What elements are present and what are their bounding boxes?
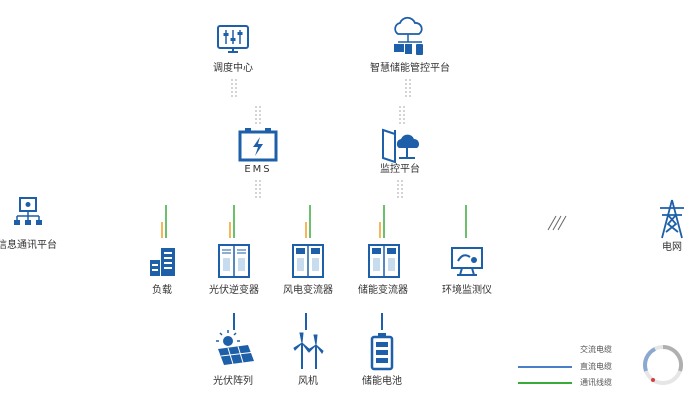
solar-panel-icon	[216, 330, 254, 365]
ems-label: EMS	[244, 164, 272, 175]
monitor-platform-icon	[382, 128, 419, 164]
power-tower-icon	[660, 199, 684, 239]
legend-comm-label: 通讯线缆	[580, 378, 612, 387]
building-icon	[150, 248, 175, 276]
smart-platform-label: 智慧储能管控平台	[370, 63, 450, 74]
monitor-label: 监控平台	[380, 164, 420, 175]
pv-inverter-label: 光伏逆变器	[209, 285, 259, 296]
dc-links	[233, 313, 383, 330]
loading-ring-icon	[643, 344, 684, 385]
storage-converter-icon	[368, 244, 400, 278]
break-mark	[547, 215, 567, 231]
info-platform-label: 信息通讯平台	[0, 240, 57, 251]
wind-converter-icon	[292, 244, 324, 278]
wind-turbine-icon	[293, 332, 324, 369]
network-icon	[14, 197, 42, 225]
wind-label: 风机	[298, 376, 318, 387]
dashed-connectors	[231, 79, 411, 200]
ems-battery-icon	[238, 128, 278, 162]
grid-label: 电网	[662, 242, 682, 253]
dispatch-icon	[217, 25, 249, 53]
cloud-network-icon	[394, 16, 423, 55]
load-label: 负载	[152, 285, 172, 296]
battery-label: 储能电池	[362, 376, 402, 387]
bus-drops	[161, 205, 467, 238]
dispatch-label: 调度中心	[213, 63, 253, 74]
legend-ac-label: 交流电缆	[580, 345, 612, 354]
pv-array-label: 光伏阵列	[213, 376, 253, 387]
legend-lines	[518, 349, 572, 384]
storage-converter-label: 储能变流器	[358, 285, 408, 296]
env-monitor-icon	[451, 247, 483, 276]
legend-dc-label: 直流电缆	[580, 362, 612, 371]
env-monitor-label: 环境监测仪	[442, 285, 492, 296]
pv-inverter-icon	[218, 244, 250, 278]
battery-icon	[370, 333, 394, 371]
wind-converter-label: 风电变流器	[283, 285, 333, 296]
